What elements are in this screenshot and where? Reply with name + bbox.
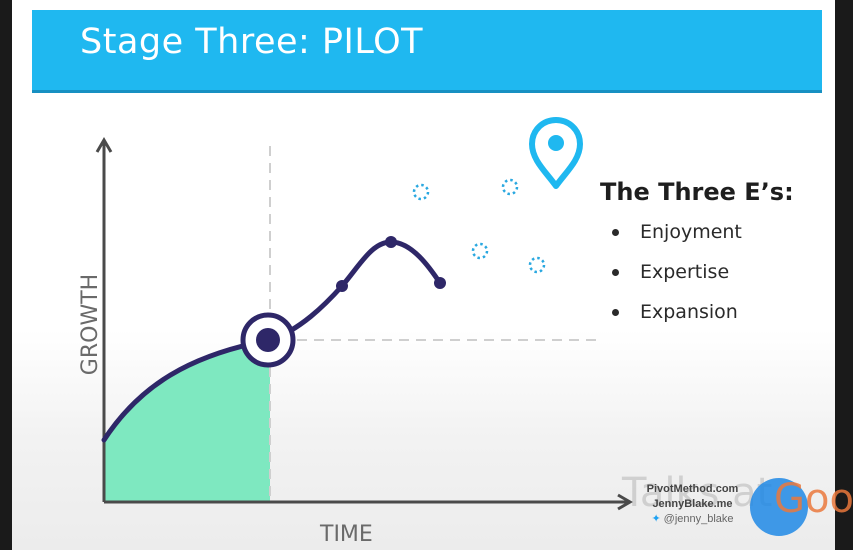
x-axis-arrow xyxy=(617,493,633,511)
slide-title: Stage Three: PILOT xyxy=(80,22,424,62)
talks-watermark: Talks at xyxy=(622,470,773,516)
possibility-marker xyxy=(471,242,489,260)
credit-site-1: PivotMethod.com xyxy=(646,483,739,495)
list-item-label: Enjoyment xyxy=(640,221,742,243)
slide-header: Stage Three: PILOT xyxy=(32,10,822,93)
credit-twitter-handle: @jenny_blake xyxy=(663,513,734,525)
possibility-marker xyxy=(412,183,430,201)
credits: PivotMethod.com JennyBlake.me ✦@jenny_bl… xyxy=(635,482,750,527)
talks-logo-icon xyxy=(750,478,808,536)
curve-dot xyxy=(385,236,397,248)
bullet-icon xyxy=(612,309,619,316)
twitter-bird-icon: ✦ xyxy=(651,513,661,525)
three-es-list: Enjoyment Expertise Expansion xyxy=(600,218,794,338)
bullet-icon xyxy=(612,229,619,236)
three-es-heading: The Three E’s: xyxy=(600,178,794,206)
pivot-point-center xyxy=(256,328,280,352)
list-item: Expertise xyxy=(600,258,794,298)
bullet-icon xyxy=(612,269,619,276)
location-pin-icon xyxy=(529,117,583,189)
possibility-marker xyxy=(528,256,546,274)
video-frame-right xyxy=(835,0,853,550)
three-es-panel: The Three E’s: Enjoyment Expertise Expan… xyxy=(600,178,794,338)
y-axis-label: GROWTH xyxy=(78,273,104,376)
list-item-label: Expansion xyxy=(640,301,738,323)
y-axis-arrow xyxy=(95,137,113,153)
possibility-marker xyxy=(501,178,519,196)
curve-dot xyxy=(336,280,348,292)
list-item: Enjoyment xyxy=(600,218,794,258)
credit-twitter: ✦@jenny_blake xyxy=(635,512,750,527)
list-item: Expansion xyxy=(600,298,794,338)
talks-logo-text: Goog xyxy=(774,476,853,522)
credit-site-2: JennyBlake.me xyxy=(652,498,733,510)
video-frame-left xyxy=(0,0,12,550)
growth-area-fill xyxy=(104,340,270,502)
x-axis-label: TIME xyxy=(320,522,373,547)
possibility-markers xyxy=(412,178,546,274)
curve-dot xyxy=(434,277,446,289)
growth-curve xyxy=(101,239,443,443)
list-item-label: Expertise xyxy=(640,261,730,283)
